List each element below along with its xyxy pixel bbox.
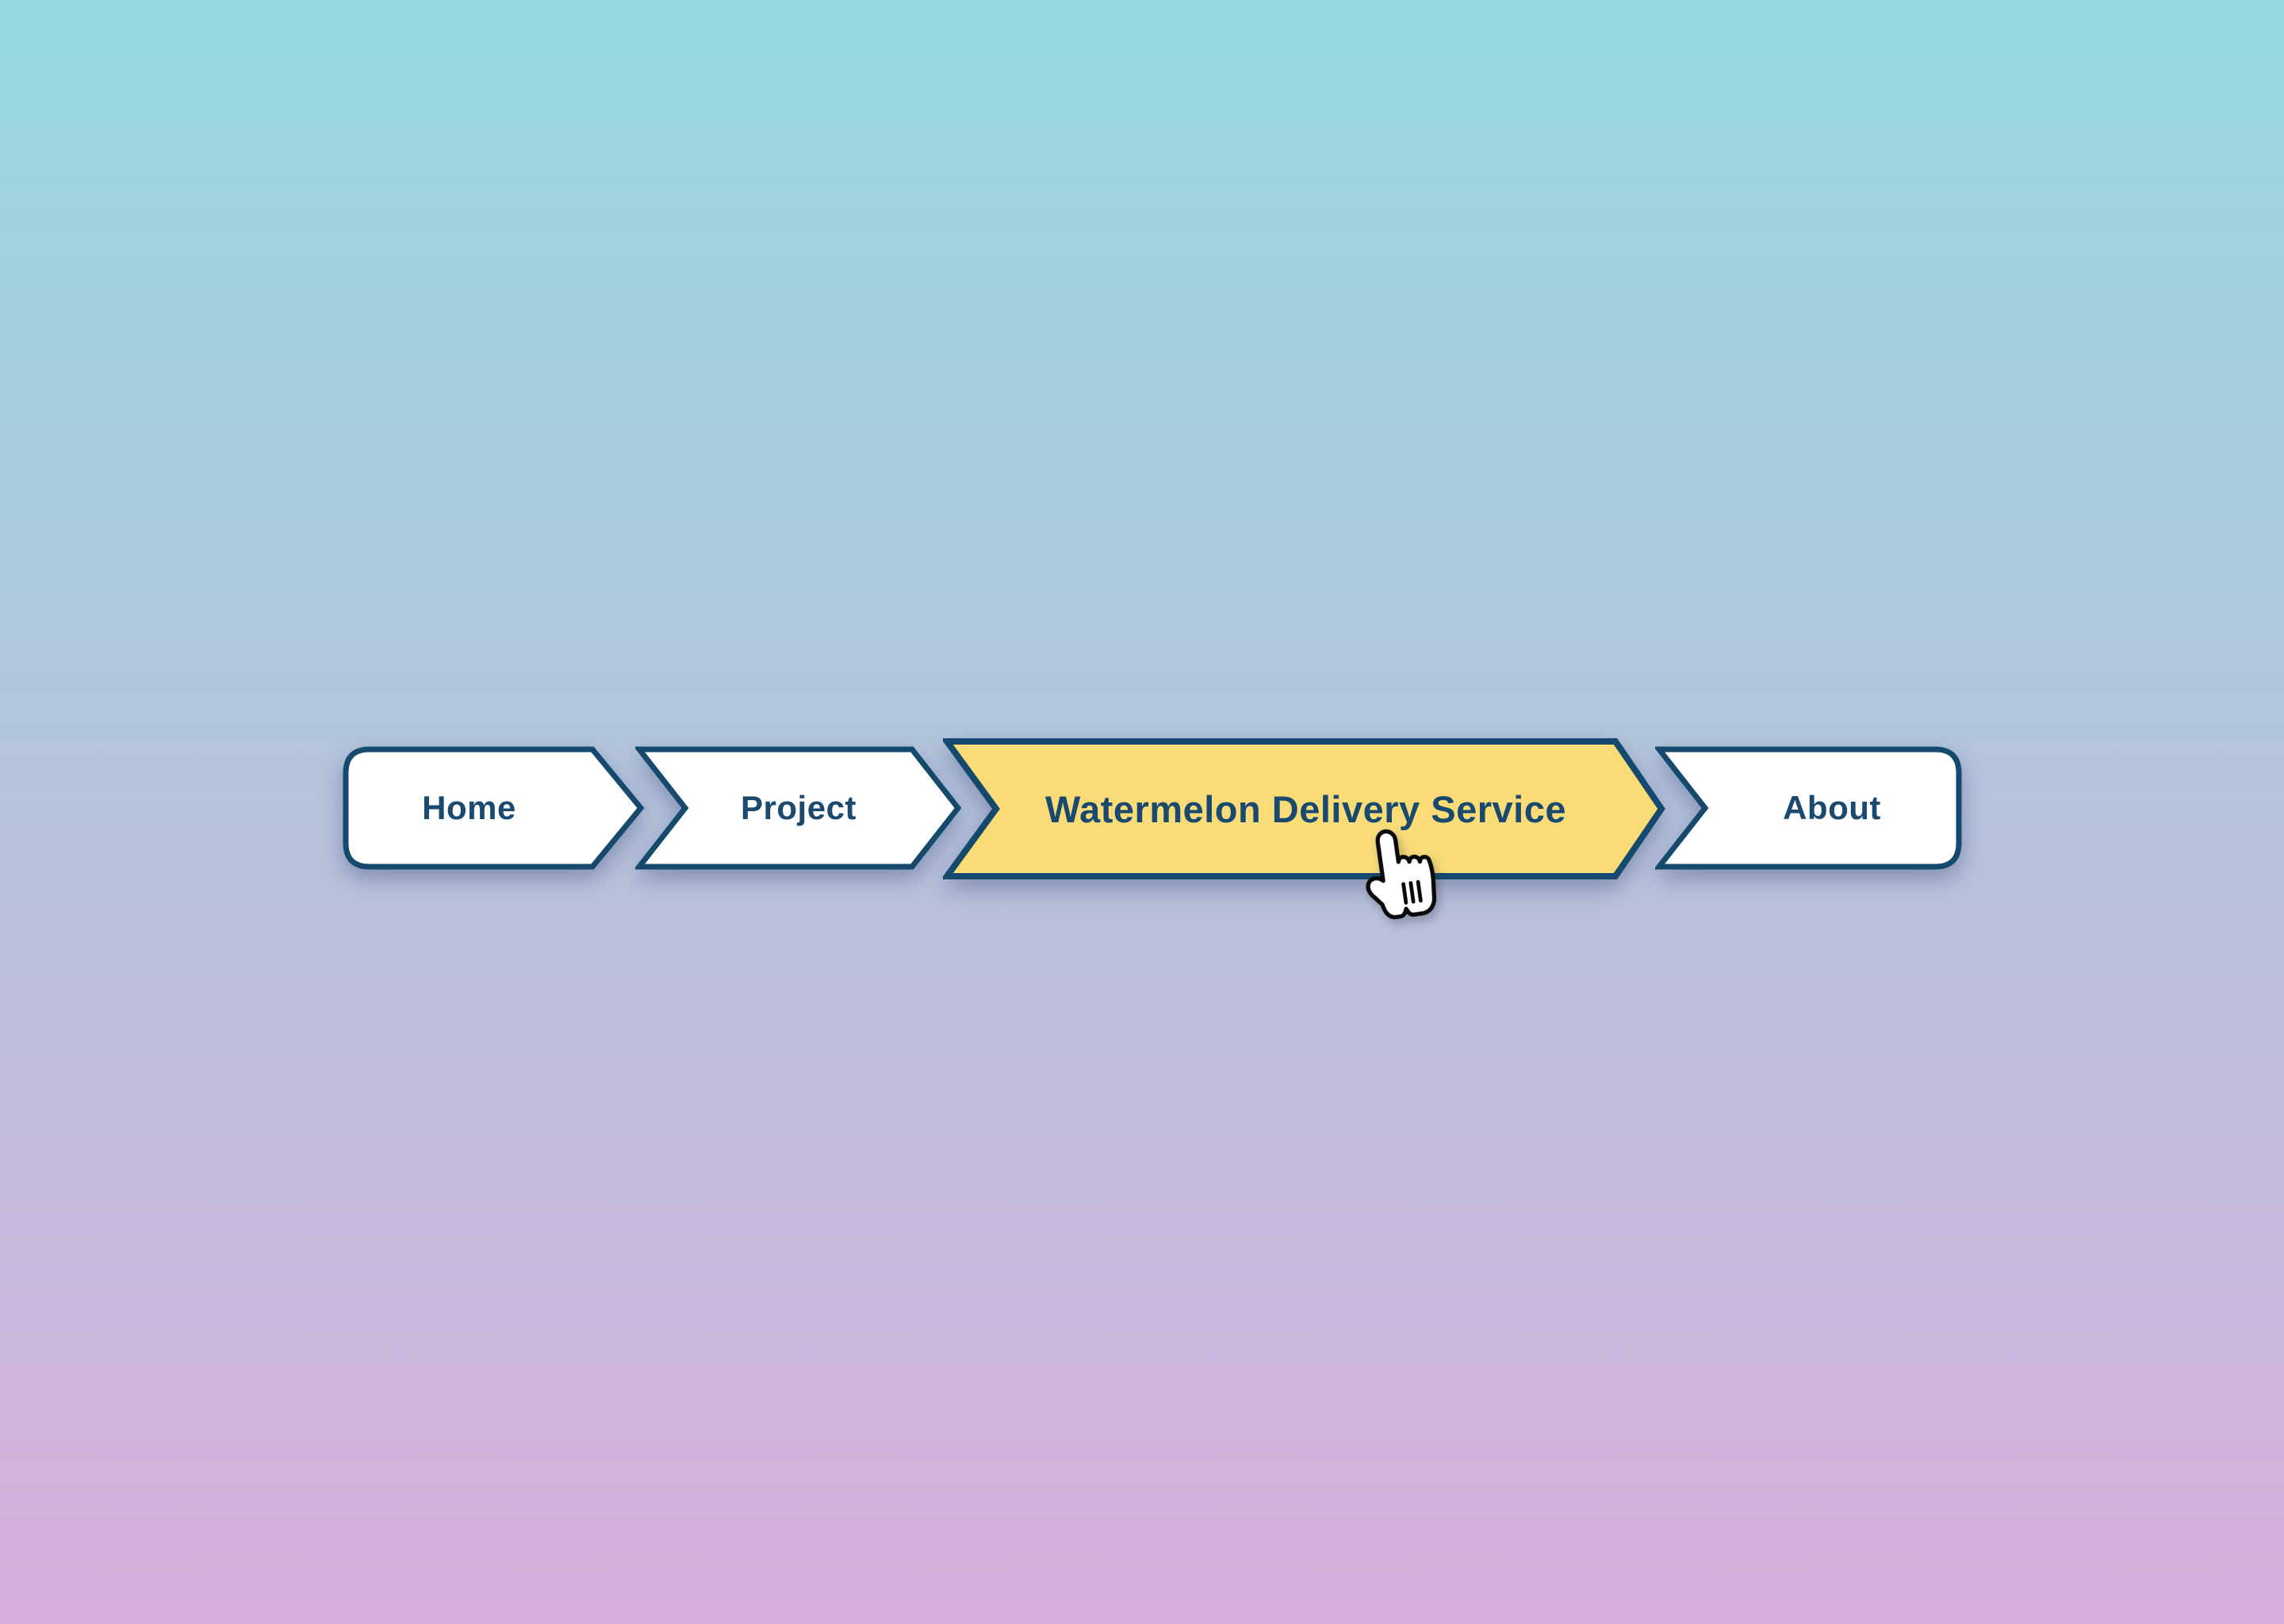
breadcrumb-item-label: Home: [422, 789, 516, 826]
breadcrumb-item-project[interactable]: Project: [635, 745, 962, 871]
chevron-shape-active: [943, 738, 1665, 879]
breadcrumb-item-home[interactable]: Home: [342, 745, 648, 871]
breadcrumb-item-about[interactable]: About: [1655, 745, 1963, 871]
chevron-shape-mid: [635, 746, 962, 870]
chevron-shape-start: [343, 746, 645, 870]
breadcrumb-item-label: About: [1783, 789, 1881, 826]
breadcrumb-item-watermelon-delivery-service[interactable]: Watermelon Delivery Service: [943, 737, 1665, 880]
chevron-shape-end: [1655, 746, 1962, 870]
breadcrumb-item-label: Watermelon Delivery Service: [1044, 787, 1567, 830]
breadcrumb-item-label: Project: [741, 789, 856, 826]
